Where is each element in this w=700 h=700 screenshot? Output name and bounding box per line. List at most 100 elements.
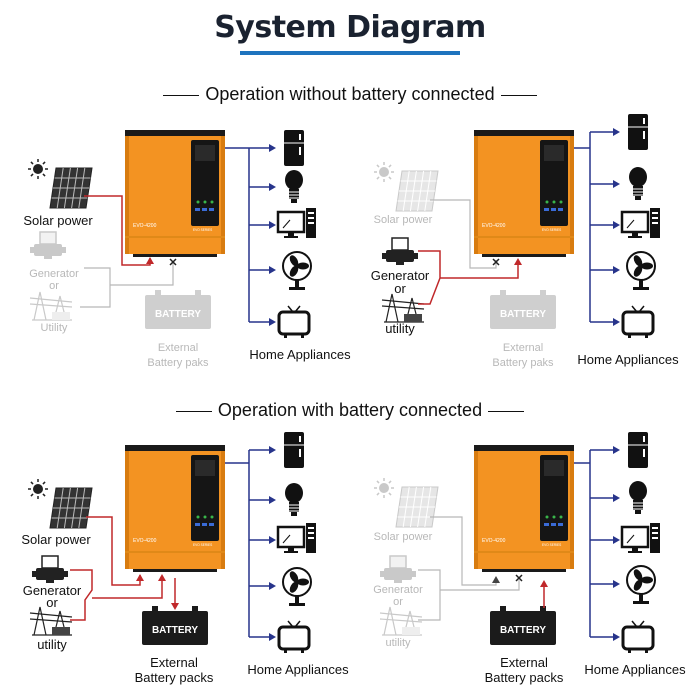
fan-icon: [282, 251, 312, 290]
computer-icon: [620, 208, 660, 238]
bulb-neck: [289, 189, 299, 199]
status-led: [196, 515, 200, 519]
inverter-model: EVO-4200: [133, 538, 157, 544]
arrow-head: [540, 580, 548, 587]
generator-label: Generator: [22, 583, 82, 598]
control-button: [551, 523, 556, 526]
inverter-display-panel: [191, 140, 219, 226]
arrow-head: [269, 496, 276, 504]
solar-panel-icon: [374, 162, 439, 212]
heading-rule-right: [488, 410, 525, 412]
pylon-tower: [385, 293, 399, 323]
fridge-handle: [299, 436, 301, 442]
fan-hub: [294, 579, 300, 585]
tv-screen: [621, 625, 655, 651]
sun-icon: [379, 167, 389, 177]
fan-blade: [641, 262, 653, 270]
inverter-base: [482, 569, 566, 572]
monitor-base: [284, 551, 298, 553]
utility-pylon-icon: [29, 291, 73, 321]
home-appliances-label: Home Appliances: [584, 662, 686, 677]
inverter-screen: [544, 145, 564, 161]
or-label: or: [46, 595, 58, 610]
external-label: External: [502, 342, 544, 354]
tv-leg: [645, 649, 648, 653]
blocked-mark: [515, 574, 523, 582]
drive-bay: [652, 212, 658, 214]
sun-ray: [388, 164, 392, 168]
blocked-mark: [492, 258, 500, 266]
generator-icon: [30, 231, 66, 259]
solar-feed-line-inactive: [430, 199, 497, 269]
sun-ray: [376, 480, 380, 484]
inverter-top-cap: [474, 445, 574, 453]
generator-base: [396, 262, 404, 265]
blocked-mark: [169, 258, 177, 266]
bulb-icon: [285, 170, 303, 203]
pylon-tower: [383, 606, 397, 636]
solar-label: Solar power: [373, 214, 433, 226]
power-line: [381, 299, 425, 305]
sun-ray: [388, 480, 392, 484]
utility-label: utility: [385, 637, 411, 649]
fridge-icon: [284, 432, 304, 468]
inverter-display-panel: [540, 455, 568, 541]
fan-base: [633, 601, 649, 604]
house-block: [52, 627, 70, 635]
fan-hub: [294, 263, 300, 269]
arrow-head: [613, 221, 620, 229]
arrow-head: [492, 576, 500, 583]
drive-bay: [652, 222, 658, 224]
battery-terminal: [540, 290, 546, 295]
screen-glare: [626, 219, 635, 229]
drive-bay: [308, 222, 314, 224]
arrow-head: [146, 257, 154, 264]
status-led: [210, 200, 214, 204]
fan-base: [633, 287, 649, 290]
computer-icon: [620, 523, 660, 553]
sun-icon: [33, 164, 43, 174]
panel-grid: [56, 487, 64, 529]
status-led: [210, 515, 214, 519]
drive-bay: [652, 217, 658, 219]
fridge-icon: [628, 114, 648, 150]
tv-leg: [301, 649, 304, 653]
fridge-handle: [643, 131, 645, 139]
monitor-base: [628, 236, 642, 238]
section-title-text: Operation without battery connected: [205, 84, 495, 104]
panel-grid: [417, 486, 425, 528]
tv-icon: [621, 620, 655, 653]
battery-packs-label: Battery packs: [134, 670, 214, 685]
bulb-glass: [629, 167, 647, 187]
solar-panel-icon: [28, 159, 93, 209]
panel-grid: [409, 486, 417, 528]
solar-feed-line: [86, 516, 141, 586]
status-led: [203, 515, 207, 519]
panel-grid: [71, 487, 79, 529]
grid-input-line: [440, 262, 519, 279]
inverter-edge: [474, 136, 478, 254]
solar-panel-icon: [374, 478, 439, 528]
inverter-model: EVO-4200: [133, 223, 157, 229]
battery-label: BATTERY: [500, 309, 546, 320]
arrow-head: [269, 266, 276, 274]
or-label: or: [394, 281, 406, 296]
power-line: [381, 305, 425, 310]
status-led: [552, 200, 556, 204]
solar-label: Solar power: [21, 532, 91, 547]
tv-icon: [277, 620, 311, 653]
section-title-without-battery: Operation without battery connected: [0, 84, 700, 105]
generator-feed-line: [418, 250, 441, 305]
status-led: [552, 515, 556, 519]
utility-label: Utility: [40, 322, 68, 334]
battery-terminal: [500, 606, 506, 611]
home-appliances-label: Home Appliances: [247, 662, 349, 677]
utility-pylon-icon: [381, 293, 425, 323]
tv-leg: [284, 649, 287, 653]
inverter-edge: [221, 451, 225, 569]
arrow-head: [613, 494, 620, 502]
generator-label: Generator: [373, 584, 423, 596]
generator-end: [411, 571, 416, 577]
